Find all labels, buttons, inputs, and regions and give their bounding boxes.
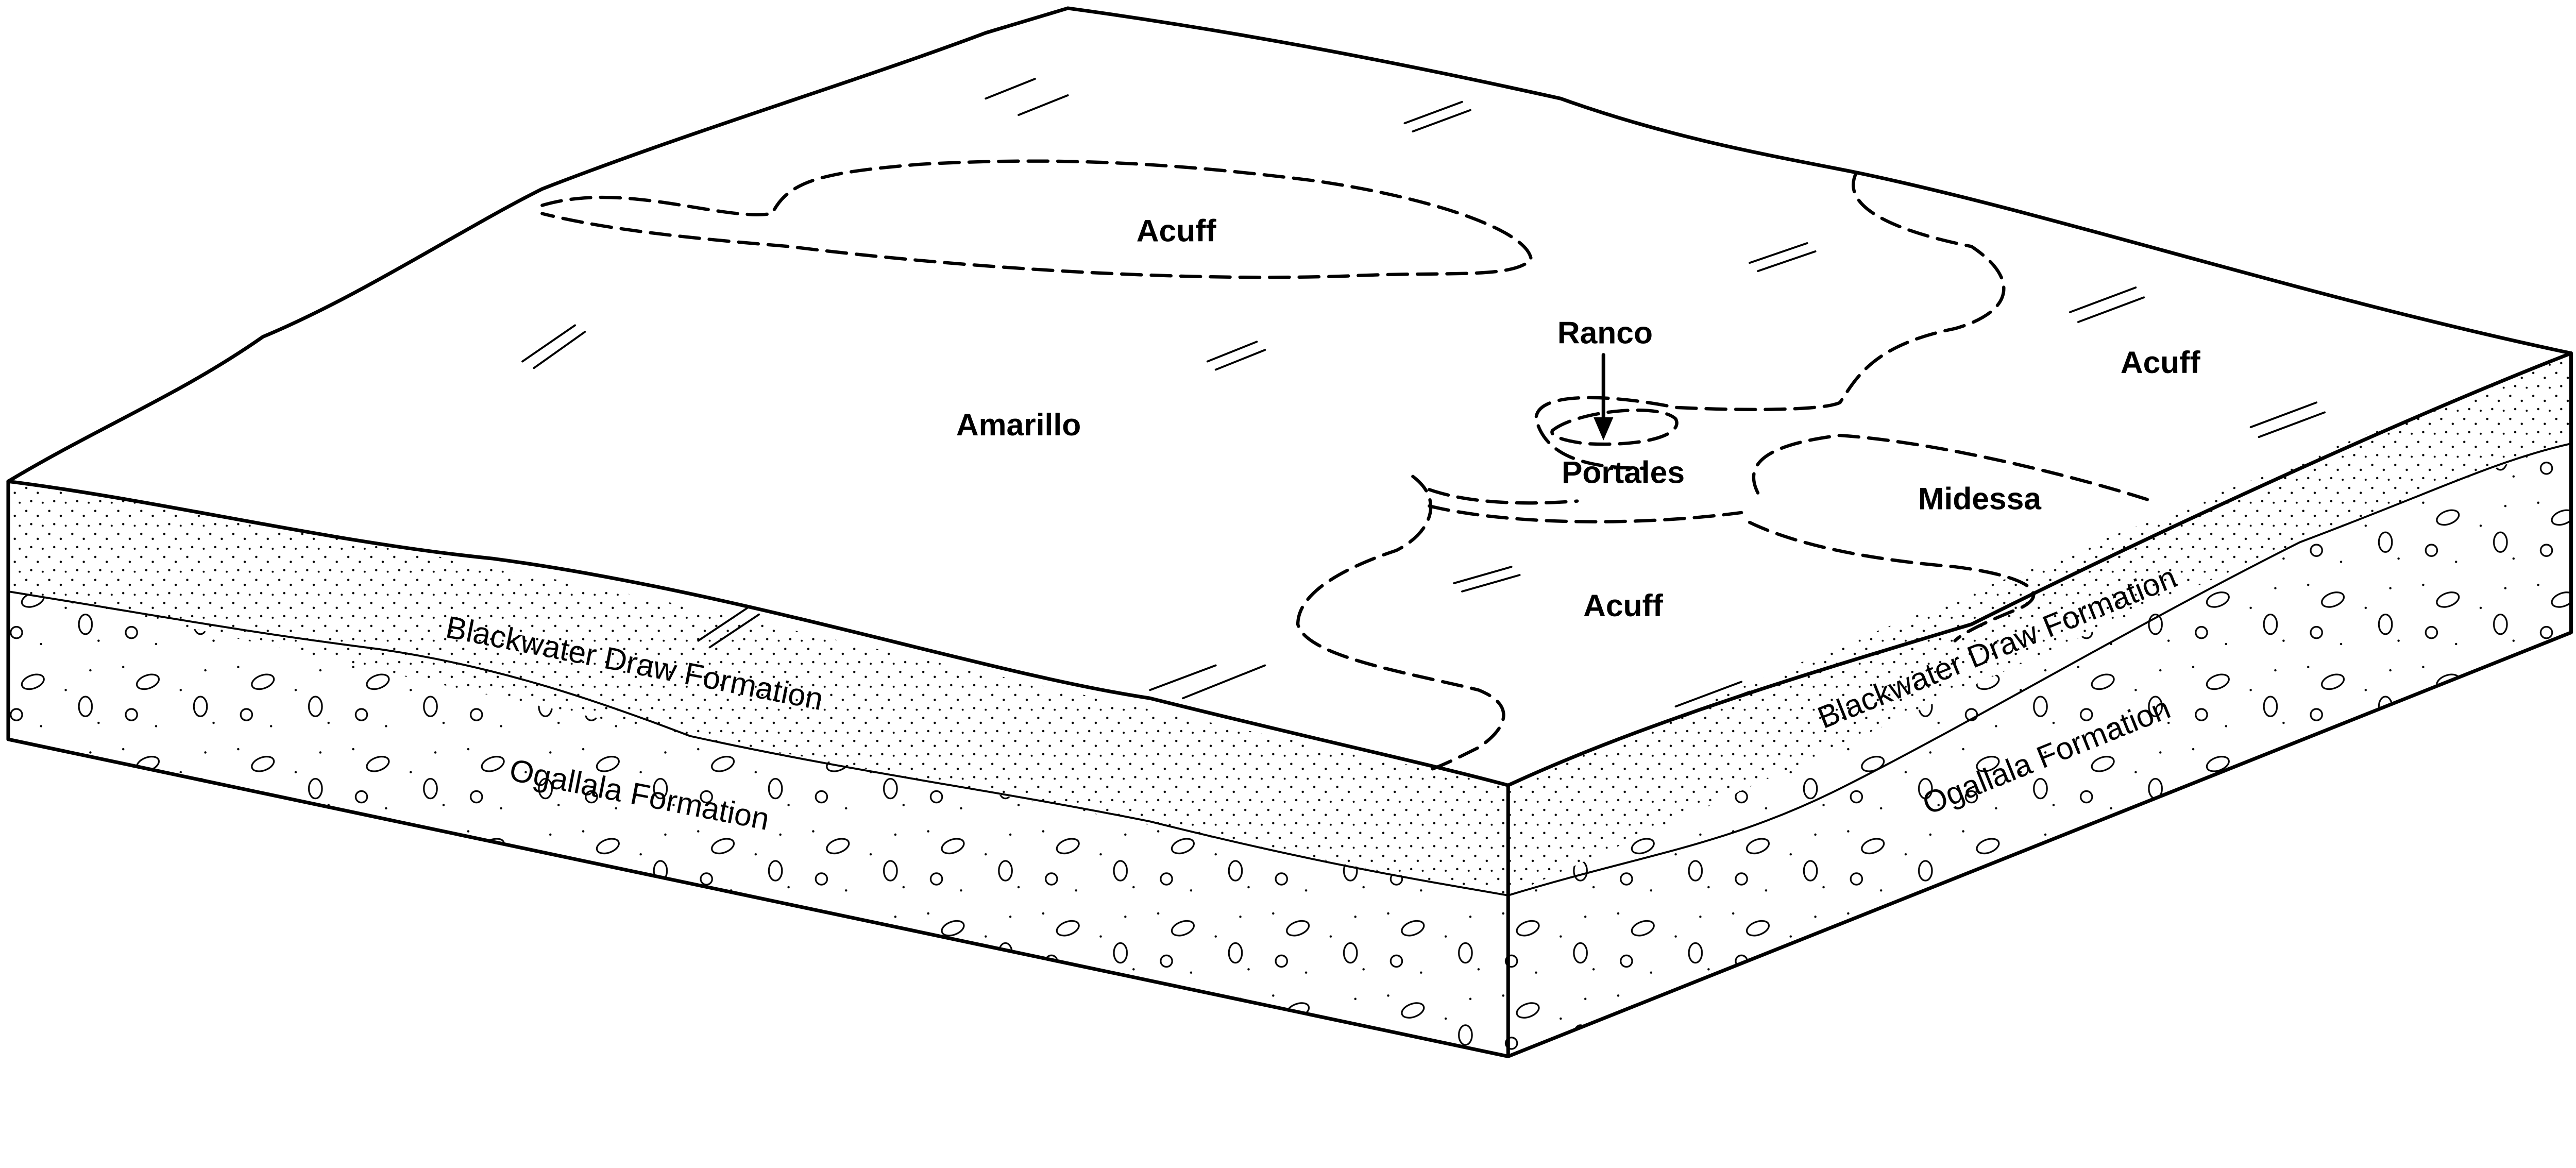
front-left-top-edge [6,479,1510,787]
top-surface-outline [6,6,2573,483]
front-right-top-edge [1506,351,2573,787]
terrain-hatch-marks [521,78,2326,718]
ogallala-layer-left [8,591,1509,1057]
soil-label-portales: Portales [1562,454,1685,489]
soil-label-acuff-east: Acuff [2121,345,2201,380]
blackwater-layer-right [1508,353,2571,895]
soil-label-ranco: Ranco [1557,315,1653,350]
formation-contact-left [7,590,1510,896]
ranco-arrowhead-icon [1594,417,1614,441]
block-outline [6,351,2573,1058]
soil-label-acuff-north: Acuff [1137,213,1217,248]
soil-boundaries [540,159,2154,771]
right-face [1507,353,2572,1057]
soil-label-acuff-south: Acuff [1583,588,1664,623]
soil-block-diagram: Acuff Amarillo Ranco Portales Midessa Ac… [6,6,2573,1058]
formation-contact-right [1507,443,2572,896]
soil-label-amarillo: Amarillo [956,407,1081,442]
blackwater-layer-left [8,481,1509,895]
soil-label-midessa: Midessa [1918,481,2042,516]
left-face [7,481,1510,1057]
ogallala-layer-right [1508,443,2571,1057]
